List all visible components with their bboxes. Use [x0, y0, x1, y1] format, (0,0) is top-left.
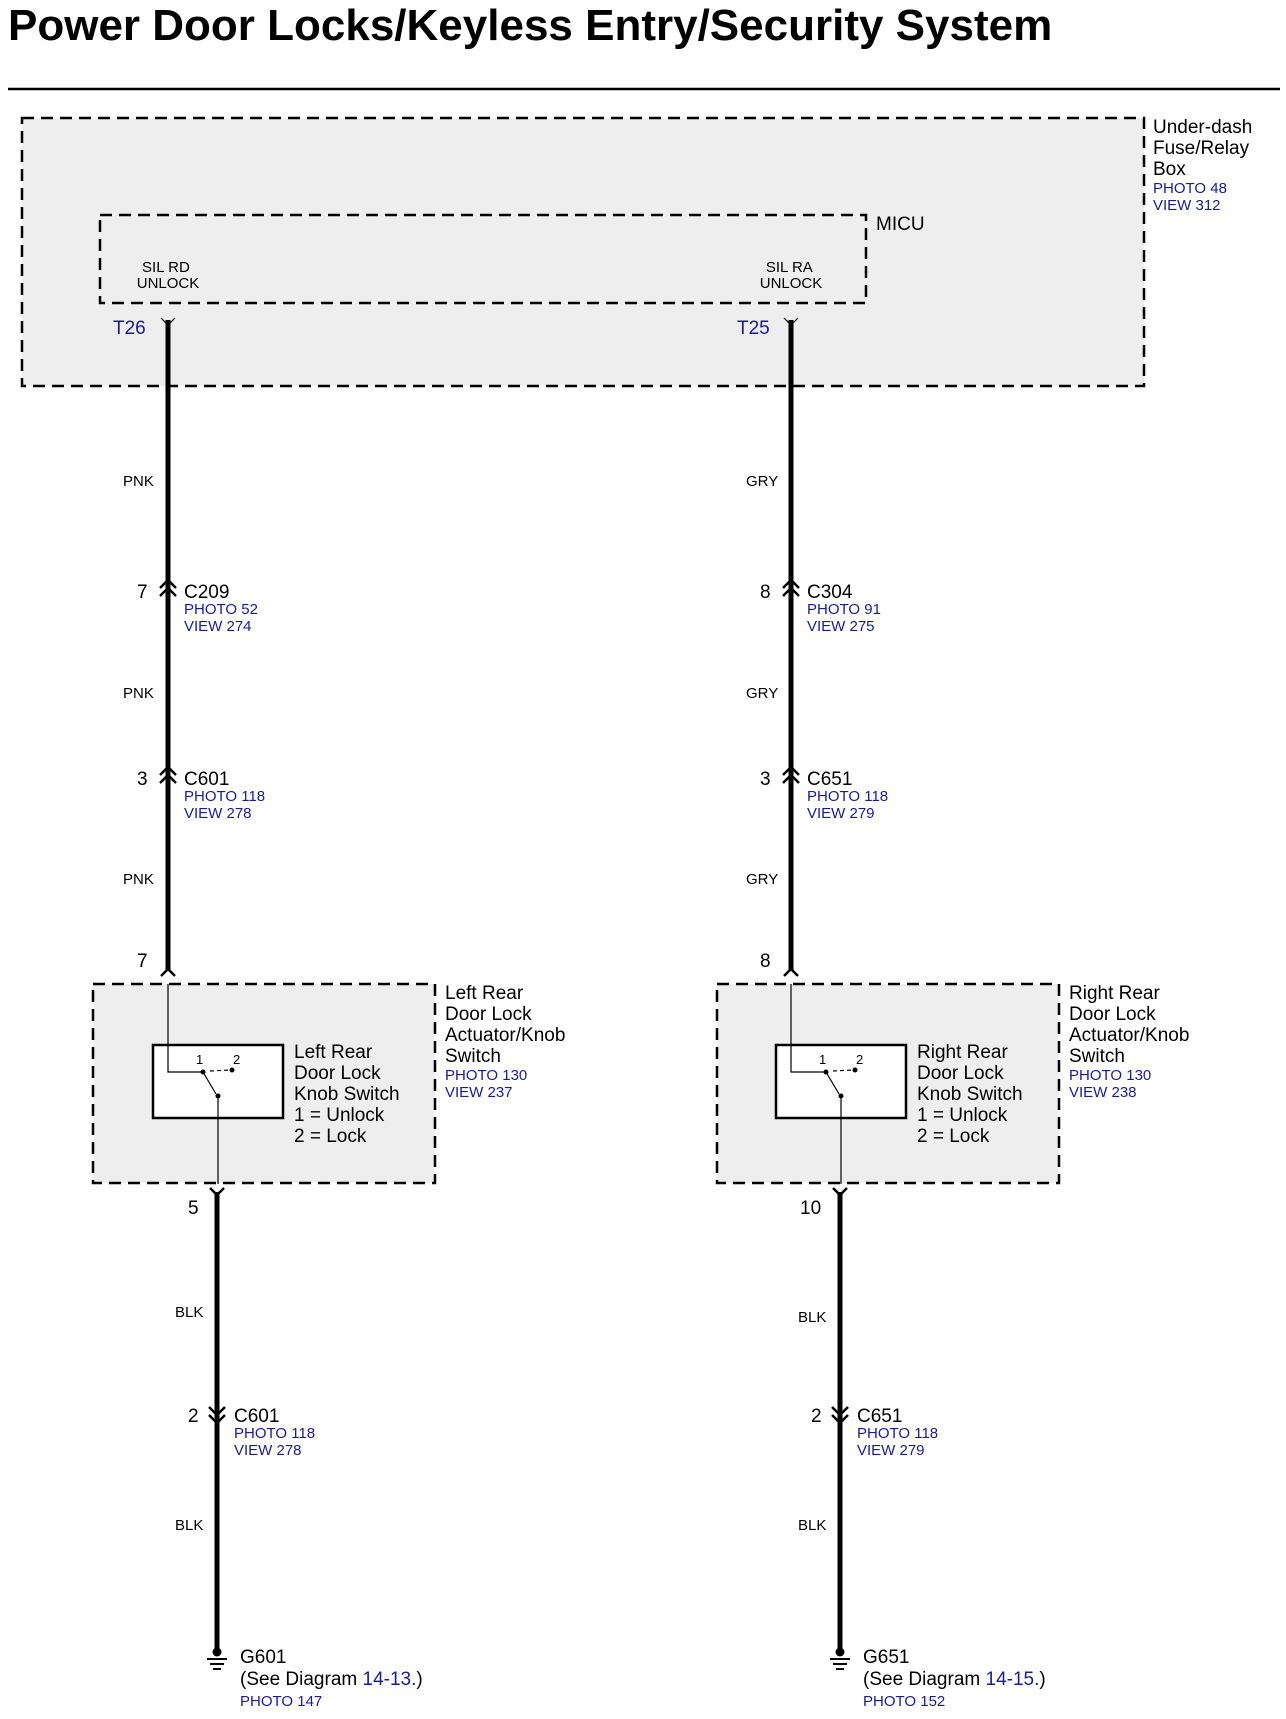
- right-actuator-view-ref[interactable]: VIEW 238: [1069, 1084, 1137, 1101]
- right-actuator-in-terminal-icon: [783, 967, 799, 977]
- left-c601-photo-ref[interactable]: PHOTO 118: [184, 788, 265, 805]
- right-c651-connector-icon: [782, 765, 800, 784]
- left-actuator-view-ref[interactable]: VIEW 237: [445, 1084, 513, 1101]
- right-c651b-view-ref[interactable]: VIEW 279: [857, 1442, 925, 1459]
- right-actuator-out-pin: 10: [800, 1198, 821, 1219]
- left-actuator-in-pin: 7: [137, 951, 148, 972]
- right-ground-photo-ref[interactable]: PHOTO 152: [863, 1693, 945, 1710]
- right-ground-icon: [830, 1647, 850, 1670]
- left-knob-switch-label: Left Rear Door Lock Knob Switch 1 = Unlo…: [294, 1042, 405, 1147]
- left-c601b-view-ref[interactable]: VIEW 278: [234, 1442, 302, 1459]
- left-c601b-connector-icon: [208, 1406, 226, 1425]
- left-actuator-in-terminal-icon: [160, 967, 176, 977]
- right-ground-diagram-link[interactable]: 14-15.: [986, 1669, 1040, 1690]
- left-c601-connector-icon: [159, 765, 177, 784]
- left-switch-symbol: [167, 984, 235, 1184]
- right-c651-pin: 3: [760, 769, 771, 790]
- left-ground-icon: [207, 1647, 227, 1670]
- left-wire-color-3: PNK: [123, 871, 154, 888]
- fuse-box-label: Under-dash Fuse/Relay Box: [1153, 117, 1258, 180]
- left-wire-color-2: PNK: [123, 685, 154, 702]
- left-wire-color-5: BLK: [175, 1517, 203, 1534]
- left-c601b-name: C601: [234, 1406, 279, 1427]
- left-c209-photo-ref[interactable]: PHOTO 52: [184, 601, 258, 618]
- micu-label: MICU: [876, 214, 925, 235]
- right-wire-color-5: BLK: [798, 1517, 826, 1534]
- right-c304-connector-icon: [782, 578, 800, 597]
- left-ground-diagram-link[interactable]: 14-13.: [363, 1669, 417, 1690]
- fuse-box-view-ref[interactable]: VIEW 312: [1153, 197, 1221, 214]
- left-ground-photo-ref[interactable]: PHOTO 147: [240, 1693, 322, 1710]
- right-switch-symbol: [790, 984, 858, 1184]
- right-c651b-name: C651: [857, 1406, 902, 1427]
- right-c651-photo-ref[interactable]: PHOTO 118: [807, 788, 888, 805]
- right-c304-name: C304: [807, 582, 853, 603]
- right-micu-terminal-icon: [783, 317, 799, 326]
- micu-pin-t25: T25: [737, 318, 770, 339]
- right-actuator-in-pin: 8: [760, 951, 771, 972]
- right-actuator-label: Right Rear Door Lock Actuator/Knob Switc…: [1069, 983, 1195, 1067]
- left-c209-connector-icon: [159, 578, 177, 597]
- right-c651b-photo-ref[interactable]: PHOTO 118: [857, 1425, 938, 1442]
- left-wire-color-4: BLK: [175, 1304, 203, 1321]
- left-wire-color-1: PNK: [123, 473, 154, 490]
- right-c651b-connector-icon: [831, 1406, 849, 1425]
- fuse-box-photo-ref[interactable]: PHOTO 48: [1153, 180, 1227, 197]
- right-ground-name: G651: [863, 1647, 909, 1668]
- left-c209-name: C209: [184, 582, 229, 603]
- left-c209-pin: 7: [137, 582, 148, 603]
- right-switch-pos1: 1: [819, 1052, 826, 1067]
- page-title: Power Door Locks/Keyless Entry/Security …: [8, 1, 1052, 50]
- right-c651-name: C651: [807, 769, 852, 790]
- right-actuator-photo-ref[interactable]: PHOTO 130: [1069, 1067, 1151, 1084]
- right-c651b-pin: 2: [811, 1406, 822, 1427]
- right-c304-view-ref[interactable]: VIEW 275: [807, 618, 875, 635]
- left-actuator-label: Left Rear Door Lock Actuator/Knob Switch: [445, 983, 571, 1067]
- left-actuator-out-pin: 5: [188, 1198, 199, 1219]
- left-micu-terminal-icon: [160, 317, 176, 326]
- right-ground-see-diagram: (See Diagram 14-15.): [863, 1669, 1046, 1690]
- left-switch-pos1: 1: [196, 1052, 203, 1067]
- right-wire-color-3: GRY: [746, 871, 778, 888]
- right-wire-color-2: GRY: [746, 685, 778, 702]
- fuse-relay-box: [20, 116, 1146, 388]
- left-ground-see-diagram: (See Diagram 14-13.): [240, 1669, 423, 1690]
- left-switch-pos2: 2: [233, 1052, 240, 1067]
- right-c651-view-ref[interactable]: VIEW 279: [807, 805, 875, 822]
- left-c601-pin: 3: [137, 769, 148, 790]
- left-ground-name: G601: [240, 1647, 286, 1668]
- left-c601b-photo-ref[interactable]: PHOTO 118: [234, 1425, 315, 1442]
- micu-box: [98, 213, 868, 305]
- left-c601-view-ref[interactable]: VIEW 278: [184, 805, 252, 822]
- left-c209-view-ref[interactable]: VIEW 274: [184, 618, 252, 635]
- right-switch-pos2: 2: [856, 1052, 863, 1067]
- right-wire-color-1: GRY: [746, 473, 778, 490]
- micu-right-terminal-label: SIL RA UNLOCK: [760, 259, 823, 292]
- left-c601-name: C601: [184, 769, 229, 790]
- right-knob-switch-label: Right Rear Door Lock Knob Switch 1 = Unl…: [917, 1042, 1028, 1147]
- micu-left-terminal-label: SIL RD UNLOCK: [137, 259, 200, 292]
- left-c601b-pin: 2: [188, 1406, 199, 1427]
- left-actuator-photo-ref[interactable]: PHOTO 130: [445, 1067, 527, 1084]
- right-wire-color-4: BLK: [798, 1309, 826, 1326]
- micu-pin-t26: T26: [113, 318, 146, 339]
- right-c304-photo-ref[interactable]: PHOTO 91: [807, 601, 881, 618]
- right-c304-pin: 8: [760, 582, 771, 603]
